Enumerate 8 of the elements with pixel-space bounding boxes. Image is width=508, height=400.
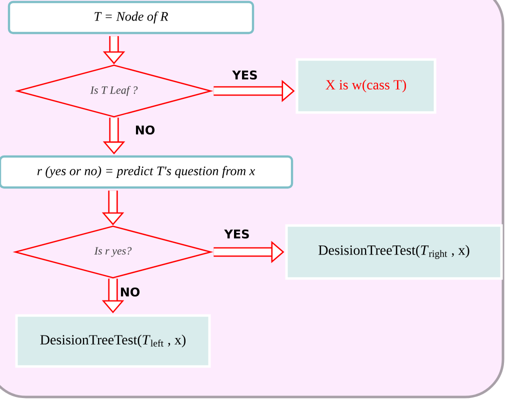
edge-label: NO	[136, 125, 155, 135]
edge-label: YES	[224, 229, 249, 239]
edge-label: YES	[232, 70, 257, 80]
process-box: T = Node of R	[8, 0, 254, 34]
result-box: X is w(cass T)	[296, 58, 436, 114]
result-box: DesisionTreeTest(T$_{left}$ , x)	[15, 314, 211, 368]
result-box: DesisionTreeTest(T$_{right}$ , x)	[285, 224, 503, 280]
edge-label: NO	[120, 287, 140, 297]
